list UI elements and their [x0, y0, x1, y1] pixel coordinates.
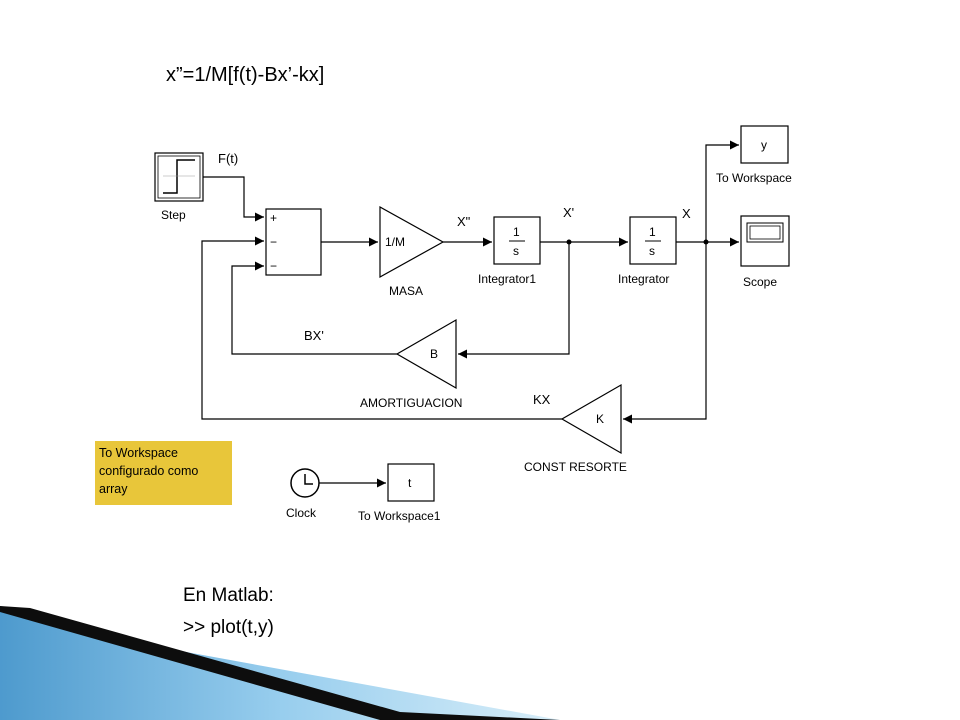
integrator-numerator: 1 — [649, 225, 656, 239]
scope-block[interactable] — [740, 215, 790, 267]
decorative-dark-ribbon — [0, 606, 560, 720]
to-workspace-t-block[interactable] — [387, 463, 435, 502]
amortiguacion-label: AMORTIGUACION — [360, 396, 462, 410]
const-resorte-label: CONST RESORTE — [524, 460, 627, 474]
note-line-1: To Workspace — [99, 446, 178, 460]
masa-gain-value: 1/M — [385, 235, 405, 249]
to-workspace-y-var: y — [761, 138, 767, 152]
to-workspace1-label: To Workspace1 — [358, 509, 441, 523]
scope-label: Scope — [743, 275, 777, 289]
wire-x1-to-amortiguacion — [458, 242, 570, 359]
to-workspace-t-var: t — [408, 476, 412, 490]
signal-x1-label: X' — [563, 205, 574, 220]
wire-step-to-sum — [203, 176, 264, 222]
signal-lines — [201, 140, 739, 488]
integrator1-label: Integrator1 — [478, 272, 536, 286]
step-label: Step — [161, 208, 186, 222]
sum-sign-minus-1: − — [270, 235, 277, 249]
branch-point-x — [703, 239, 709, 245]
amortiguacion-gain-block[interactable] — [395, 318, 457, 390]
masa-label: MASA — [389, 284, 423, 298]
integrator-label: Integrator — [618, 272, 669, 286]
integrator-block[interactable] — [629, 216, 677, 265]
clock-block[interactable] — [290, 468, 320, 498]
integrator-denominator: s — [649, 244, 655, 258]
wire-amortiguacion-to-sum — [231, 261, 397, 355]
const-resorte-gain-value: K — [596, 412, 604, 426]
integrator1-denominator: s — [513, 244, 519, 258]
masa-gain-block[interactable] — [379, 205, 445, 279]
wire-x-to-workspace — [705, 140, 739, 242]
footer-matlab-label: En Matlab: — [183, 585, 274, 606]
branch-point-x1 — [566, 239, 572, 245]
wire-x-to-resorte — [623, 242, 707, 424]
note-line-2: configurado como — [99, 464, 199, 478]
equation-title: x”=1/M[f(t)-Bx’-kx] — [166, 64, 325, 86]
sum-sign-minus-2: − — [270, 259, 277, 273]
signal-kx-label: KX — [533, 392, 551, 407]
const-resorte-gain-block[interactable] — [560, 383, 622, 455]
to-workspace-y-label: To Workspace — [716, 171, 792, 185]
to-workspace-y-block[interactable] — [740, 125, 789, 164]
signal-x-label: X — [682, 206, 691, 221]
wire-resorte-to-sum — [201, 236, 562, 420]
step-block[interactable] — [154, 152, 204, 202]
signal-bx-label: BX' — [304, 328, 324, 343]
sum-sign-plus: + — [270, 211, 277, 225]
note-line-3: array — [99, 482, 128, 496]
signal-x2-label: X" — [457, 214, 471, 229]
workspace-config-note: To Workspace configurado como array — [95, 441, 232, 505]
integrator1-block[interactable] — [493, 216, 541, 265]
sum-block[interactable] — [265, 208, 322, 276]
clock-label: Clock — [286, 506, 317, 520]
decorative-blue-ribbon — [0, 606, 560, 720]
integrator1-numerator: 1 — [513, 225, 520, 239]
amortiguacion-gain-value: B — [430, 347, 438, 361]
signal-ft-label: F(t) — [218, 151, 238, 166]
footer-matlab-command: >> plot(t,y) — [183, 617, 274, 638]
